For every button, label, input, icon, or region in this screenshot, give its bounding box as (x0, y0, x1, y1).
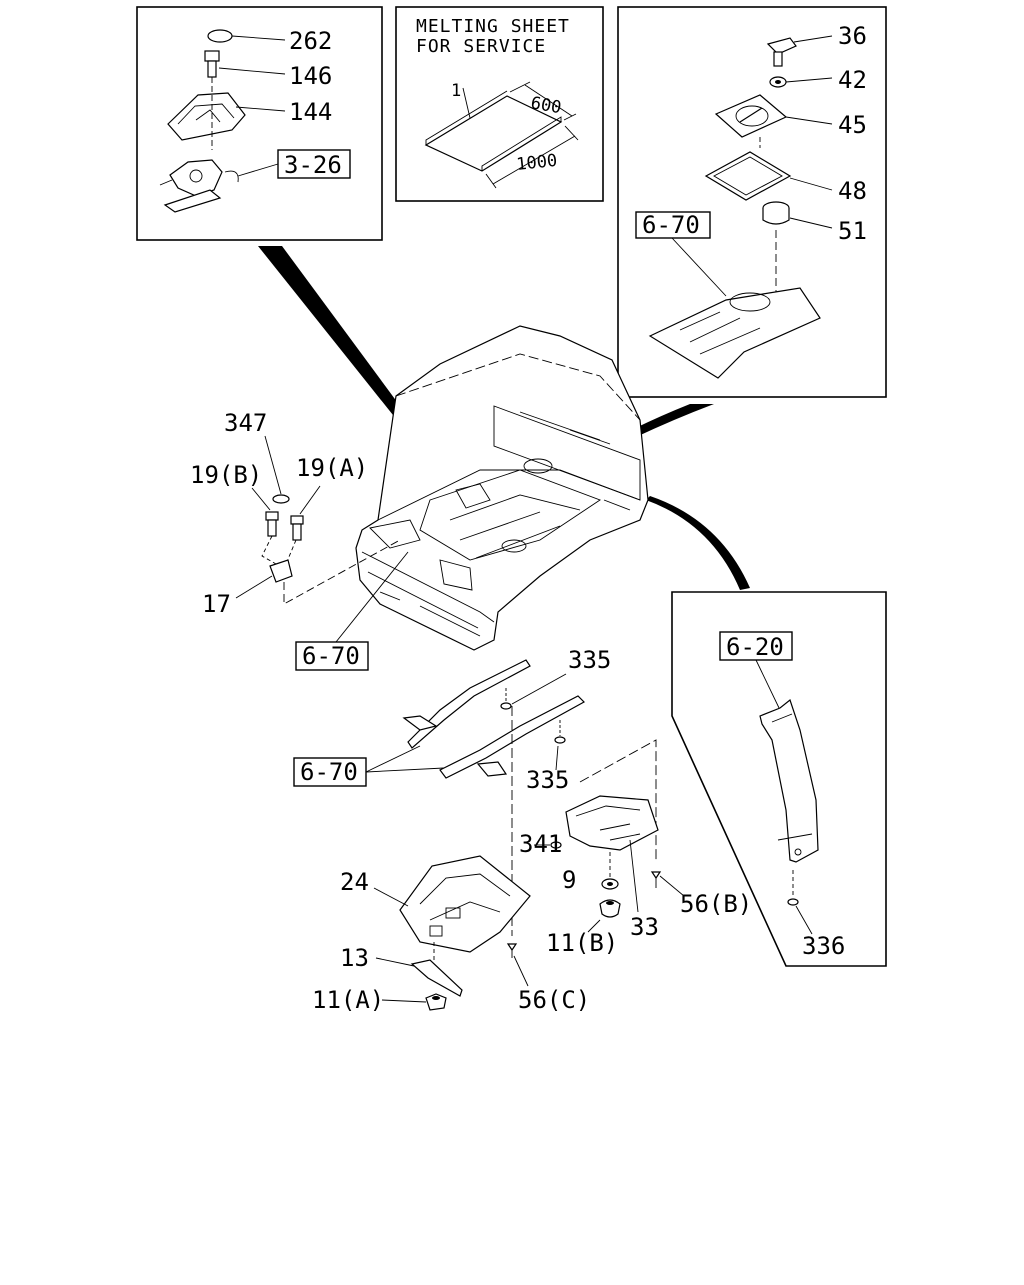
part-33-cover (565, 795, 659, 851)
labels: 262 146 144 3-26 1 600 1000 36 42 45 48 … (190, 22, 867, 1014)
label-6-70-mid: 6-70 (302, 642, 360, 670)
part-shift-mechanism (169, 159, 223, 197)
label-48: 48 (838, 177, 867, 205)
part-335-clip-b (554, 736, 566, 744)
part-262-cap (207, 29, 233, 43)
label-51: 51 (838, 217, 867, 245)
pillar-trim (759, 698, 819, 863)
label-56b: 56(B) (680, 890, 752, 918)
label-17: 17 (202, 590, 231, 618)
part-341-clip (550, 841, 562, 849)
side-rails (293, 659, 657, 936)
vehicle-body (355, 325, 649, 651)
part-347-clip (272, 494, 290, 504)
label-42: 42 (838, 66, 867, 94)
cab-outline (355, 325, 649, 651)
part-335-clip-a (500, 702, 512, 710)
label-6-70-top: 6-70 (642, 211, 700, 239)
bracket-group-17 (235, 435, 409, 671)
label-335-a: 335 (568, 646, 611, 674)
panel-shift-lever (136, 6, 383, 241)
label-6-20: 6-20 (726, 633, 784, 661)
label-11a: 11(A) (312, 986, 384, 1014)
part-17-bracket (269, 559, 293, 583)
label-19b: 19(B) (190, 461, 262, 489)
label-335-b: 335 (526, 766, 569, 794)
part-56c-screw (506, 943, 518, 952)
rail-upper (407, 659, 531, 749)
panel-pillar (671, 591, 887, 967)
part-11b-nut (599, 899, 621, 918)
part-146-bolt-head (204, 50, 220, 62)
label-33: 33 (630, 913, 659, 941)
panel-melting-sheet: MELTING SHEET FOR SERVICE (395, 6, 604, 202)
label-341: 341 (519, 830, 562, 858)
part-56b-screw (650, 871, 662, 880)
label-11b: 11(B) (546, 929, 618, 957)
part-19a-bolt (290, 515, 304, 525)
panel-floor-plug (617, 6, 887, 398)
label-1: 1 (451, 81, 461, 101)
label-45: 45 (838, 111, 867, 139)
part-13-bracket (410, 959, 463, 997)
label-13: 13 (340, 944, 369, 972)
part-336-clip (787, 898, 799, 906)
label-1000: 1000 (515, 151, 558, 175)
label-56c: 56(C) (518, 986, 590, 1014)
label-146: 146 (289, 62, 332, 90)
label-36: 36 (838, 22, 867, 50)
ref-box-6-70-top (635, 211, 711, 239)
floor-panel-section (648, 287, 821, 379)
label-19a: 19(A) (296, 454, 368, 482)
part-36-wing-bolt (766, 37, 797, 55)
label-336: 336 (802, 932, 845, 960)
part-11a-nut (425, 993, 447, 1011)
part-48-gasket (704, 151, 792, 201)
panel-frame-pillar (671, 591, 887, 967)
label-24: 24 (340, 868, 369, 896)
part-19b-bolt (265, 511, 279, 521)
ref-box-3-26 (277, 149, 351, 179)
part-144-housing (167, 92, 246, 141)
label-6-70-low: 6-70 (300, 758, 358, 786)
label-347: 347 (224, 409, 267, 437)
label-3-26: 3-26 (284, 151, 342, 179)
label-144: 144 (289, 98, 332, 126)
label-9: 9 (562, 866, 576, 894)
lower-covers (373, 795, 685, 1011)
melting-sheet-title-1: MELTING SHEET (416, 16, 570, 37)
label-262: 262 (289, 27, 332, 55)
ref-box-6-70-mid (295, 641, 369, 671)
melting-sheet-title-2: FOR SERVICE (416, 36, 546, 57)
